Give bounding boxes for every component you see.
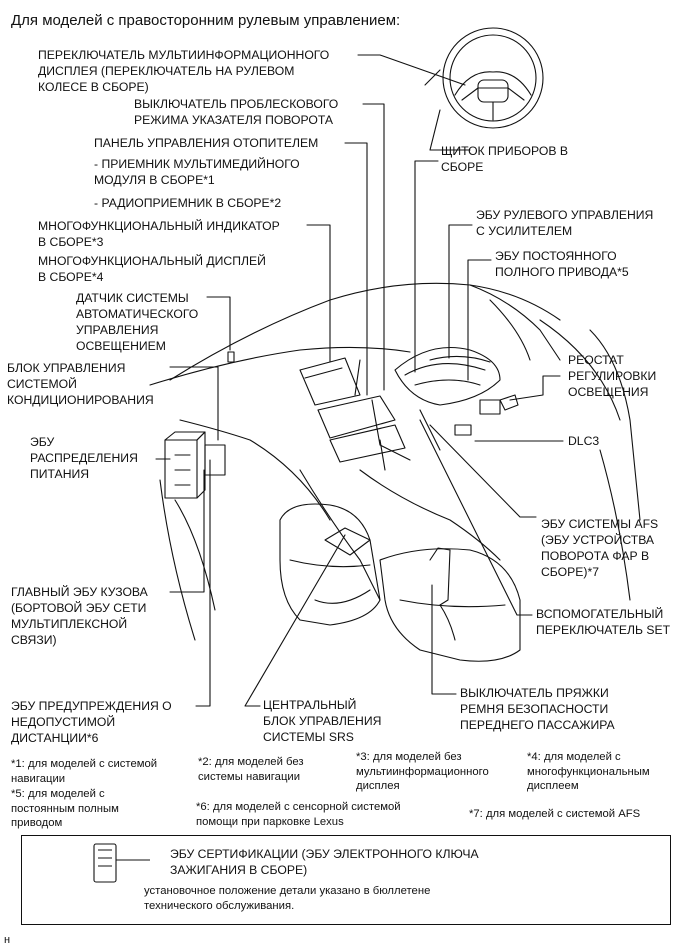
label-multimedia-receiver: - ПРИЕМНИК МУЛЬТИМЕДИЙНОГО МОДУЛЯ В СБОР… <box>94 157 300 187</box>
label-power-steering-ecu: ЭБУ РУЛЕВОГО УПРАВЛЕНИЯ С УСИЛИТЕЛЕМ <box>476 208 654 238</box>
label-ac-control-unit: БЛОК УПРАВЛЕНИЯ СИСТЕМОЙ КОНДИЦИОНИРОВАН… <box>7 361 154 407</box>
certification-ecu-box <box>21 835 671 925</box>
label-multi-display: МНОГОФУНКЦИОНАЛЬНЫЙ ДИСПЛЕЙ В СБОРЕ*4 <box>38 254 266 284</box>
footnote-5: *5: для моделей с постоянным полным прив… <box>11 788 119 829</box>
label-light-rheostat: РЕОСТАТ РЕГУЛИРОВКИ ОСВЕЩЕНИЯ <box>568 353 657 399</box>
dashboard-outline <box>149 282 641 641</box>
certification-ecu-icon <box>93 843 150 883</box>
label-hazard-switch: ВЫКЛЮЧАТЕЛЬ ПРОБЛЕСКОВОГО РЕЖИМА УКАЗАТЕ… <box>134 97 339 127</box>
footnote-1: *1: для моделей с системой навигации <box>11 758 158 785</box>
label-srs-center-unit: ЦЕНТРАЛЬНЫЙ БЛОК УПРАВЛЕНИЯ СИСТЕМЫ SRS <box>263 698 382 744</box>
label-dlc3: DLC3 <box>568 434 600 448</box>
label-awd-ecu: ЭБУ ПОСТОЯННОГО ПОЛНОГО ПРИВОДА*5 <box>495 249 629 279</box>
footnote-7: *7: для моделей с системой AFS <box>469 808 641 820</box>
seats-outline <box>279 503 521 662</box>
corner-mark: н <box>4 934 11 946</box>
footnote-6: *6: для моделей с сенсорной системой пом… <box>196 801 401 828</box>
left-side-ecus <box>164 351 235 499</box>
label-seat-buckle-switch: ВЫКЛЮЧАТЕЛЬ ПРЯЖКИ РЕМНЯ БЕЗОПАСНОСТИ ПЕ… <box>460 686 615 732</box>
label-clearance-warning-ecu: ЭБУ ПРЕДУПРЕЖДЕНИЯ О НЕДОПУСТИМОЙ ДИСТАН… <box>11 699 172 745</box>
footnote-3: *3: для моделей без мультиинформационног… <box>356 751 489 792</box>
label-afs-ecu: ЭБУ СИСТЕМЫ AFS (ЭБУ УСТРОЙСТВА ПОВОРОТА… <box>541 517 659 579</box>
label-heater-control-panel: ПАНЕЛЬ УПРАВЛЕНИЯ ОТОПИТЕЛЕМ <box>94 136 319 150</box>
label-multi-info-switch: ПЕРЕКЛЮЧАТЕЛЬ МУЛЬТИИНФОРМАЦИОННОГО ДИСП… <box>38 48 330 94</box>
steering-wheel-inset-icon <box>424 27 544 151</box>
label-radio-receiver: - РАДИОПРИЕМНИК В СБОРЕ*2 <box>94 196 282 210</box>
page-title: Для моделей с правосторонним рулевым упр… <box>11 12 401 29</box>
label-set-switch: ВСПОМОГАТЕЛЬНЫЙ ПЕРЕКЛЮЧАТЕЛЬ SET <box>536 607 671 637</box>
certification-note: установочное положение детали указано в … <box>144 885 431 912</box>
footnote-4: *4: для моделей с многофункциональным ди… <box>527 751 650 792</box>
footnote-2: *2: для моделей без системы навигации <box>198 756 304 783</box>
center-stack-units <box>299 347 519 471</box>
leader-lines <box>155 54 564 707</box>
label-multi-indicator: МНОГОФУНКЦИОНАЛЬНЫЙ ИНДИКАТОР В СБОРЕ*3 <box>38 219 280 249</box>
label-main-body-ecu: ГЛАВНЫЙ ЭБУ КУЗОВА (БОРТОВОЙ ЭБУ СЕТИ МУ… <box>11 585 148 647</box>
label-certification-ecu: ЭБУ СЕРТИФИКАЦИИ (ЭБУ ЭЛЕКТРОННОГО КЛЮЧА… <box>170 847 479 877</box>
label-power-distribution-ecu: ЭБУ РАСПРЕДЕЛЕНИЯ ПИТАНИЯ <box>30 435 138 481</box>
label-combination-meter: ЩИТОК ПРИБОРОВ В СБОРЕ <box>441 144 569 174</box>
label-light-sensor: ДАТЧИК СИСТЕМЫ АВТОМАТИЧЕСКОГО УПРАВЛЕНИ… <box>76 291 199 353</box>
